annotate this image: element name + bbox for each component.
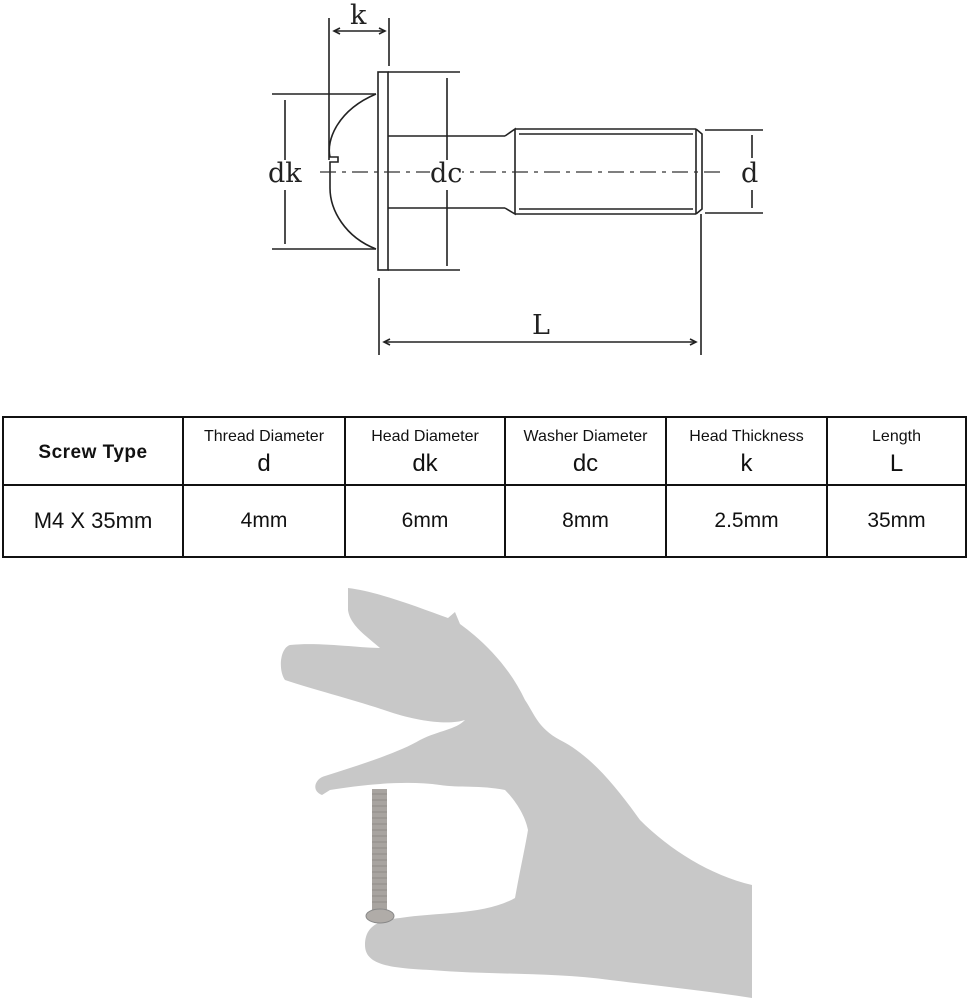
cell-length: 35mm bbox=[826, 484, 967, 558]
screw-outline-icon bbox=[272, 18, 763, 355]
header-screw-type: Screw Type bbox=[2, 416, 184, 486]
header-thread-diameter: Thread Diameter d bbox=[182, 416, 346, 486]
table-header-row: Screw Type Thread Diameter d Head Diamet… bbox=[2, 416, 967, 486]
header-washer-diameter: Washer Diameter dc bbox=[504, 416, 667, 486]
hand-holding-screw-image bbox=[270, 580, 770, 1001]
header-head-thickness: Head Thickness k bbox=[665, 416, 828, 486]
header-head-diameter: Head Diameter dk bbox=[344, 416, 506, 486]
header-length: Length L bbox=[826, 416, 967, 486]
hand-silhouette-icon bbox=[280, 588, 752, 998]
table-row: M4 X 35mm 4mm 6mm 8mm 2.5mm 35mm bbox=[2, 484, 967, 558]
screw-technical-drawing: k dk dc d L bbox=[0, 0, 969, 370]
label-d: d bbox=[741, 158, 759, 189]
cell-head-thickness: 2.5mm bbox=[665, 484, 828, 558]
label-dk: dk bbox=[268, 158, 302, 189]
label-dc: dc bbox=[430, 158, 463, 189]
label-k: k bbox=[350, 0, 367, 31]
cell-washer-diameter: 8mm bbox=[504, 484, 667, 558]
cell-screw-type: M4 X 35mm bbox=[2, 484, 184, 558]
spec-table: Screw Type Thread Diameter d Head Diamet… bbox=[2, 416, 967, 558]
cell-head-diameter: 6mm bbox=[344, 484, 506, 558]
label-L: L bbox=[532, 310, 550, 341]
cell-thread-diameter: 4mm bbox=[182, 484, 346, 558]
